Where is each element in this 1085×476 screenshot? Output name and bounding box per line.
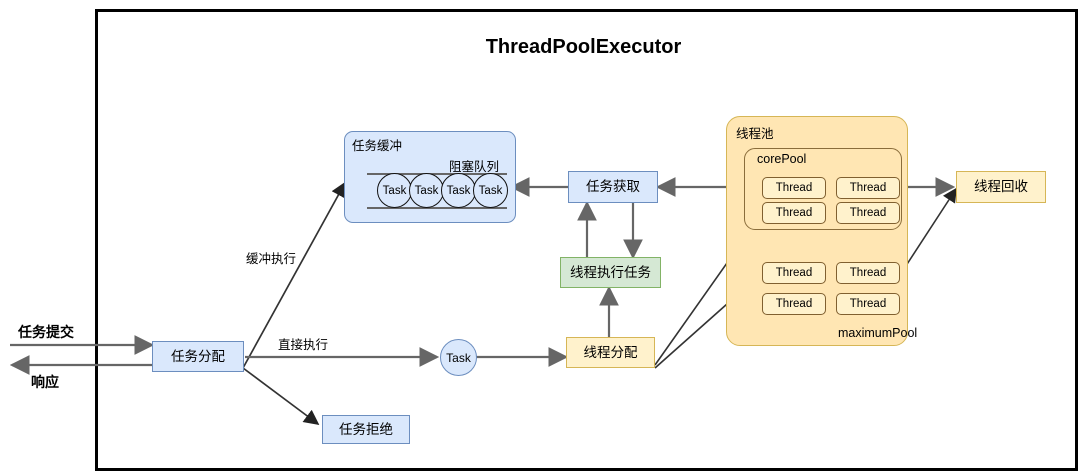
node-task-dispatch[interactable]: 任务分配 [152, 341, 244, 372]
edge-label-buffered-exec: 缓冲执行 [246, 252, 297, 266]
edge-label-direct-exec: 直接执行 [278, 338, 329, 352]
queue-task-2[interactable]: Task [441, 173, 476, 208]
label-maximum-pool: maximumPool [838, 326, 918, 340]
queue-task-1[interactable]: Task [409, 173, 444, 208]
core-thread-3[interactable]: Thread [836, 202, 900, 224]
max-thread-0[interactable]: Thread [762, 262, 826, 284]
node-thread-recycle[interactable]: 线程回收 [956, 171, 1046, 203]
outer-frame [95, 9, 1078, 471]
max-thread-1[interactable]: Thread [836, 262, 900, 284]
label-blocking-queue: 阻塞队列 [449, 160, 500, 174]
core-thread-0[interactable]: Thread [762, 177, 826, 199]
core-thread-2[interactable]: Thread [762, 202, 826, 224]
queue-task-3[interactable]: Task [473, 173, 508, 208]
max-thread-3[interactable]: Thread [836, 293, 900, 315]
edge-label-response: 响应 [31, 374, 59, 390]
node-core-pool[interactable] [744, 148, 902, 230]
node-single-task[interactable]: Task [440, 339, 477, 376]
node-thread-dispatch[interactable]: 线程分配 [566, 337, 655, 368]
core-thread-1[interactable]: Thread [836, 177, 900, 199]
diagram-title: ThreadPoolExecutor [485, 36, 682, 58]
node-thread-execute[interactable]: 线程执行任务 [560, 257, 661, 288]
label-thread-pool: 线程池 [736, 127, 774, 141]
label-task-buffer: 任务缓冲 [352, 139, 403, 153]
queue-line-bottom [367, 207, 507, 209]
max-thread-2[interactable]: Thread [762, 293, 826, 315]
label-core-pool: corePool [757, 152, 807, 166]
node-task-fetch[interactable]: 任务获取 [568, 171, 658, 203]
queue-line-top [367, 173, 507, 175]
queue-task-0[interactable]: Task [377, 173, 412, 208]
edge-label-task-submit: 任务提交 [18, 324, 74, 340]
node-task-reject[interactable]: 任务拒绝 [322, 415, 410, 444]
